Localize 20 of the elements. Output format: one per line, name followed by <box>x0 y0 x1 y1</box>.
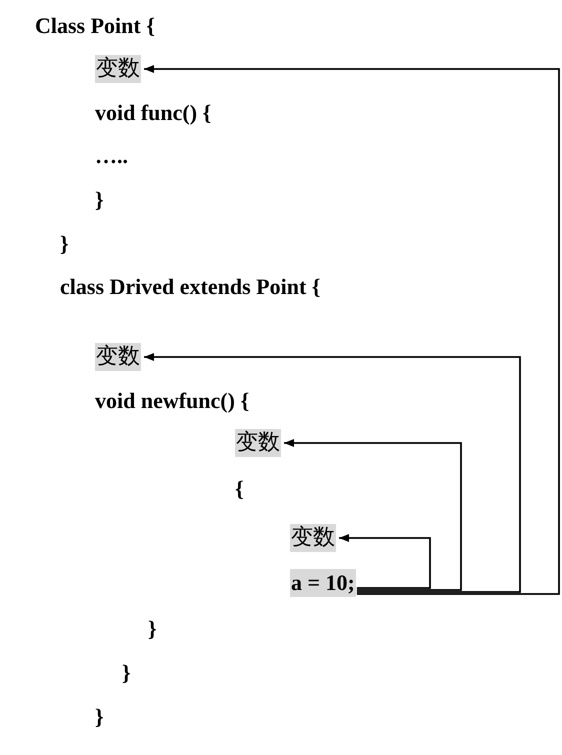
highlighted-code: 变数 <box>235 429 281 457</box>
arrow <box>144 353 521 593</box>
code-line: Class Point { <box>35 13 155 39</box>
code-line: } <box>95 187 104 213</box>
highlighted-code: a = 10; <box>290 569 356 597</box>
arrow <box>144 65 560 595</box>
code-line: } <box>60 231 69 257</box>
code-line: } <box>122 660 131 686</box>
code-line: { <box>235 476 244 502</box>
arrow <box>284 439 462 591</box>
highlighted-code: 变数 <box>95 55 141 83</box>
code-line: } <box>148 616 157 642</box>
arrow <box>339 534 431 589</box>
highlighted-code: 变数 <box>95 343 141 371</box>
code-line: } <box>95 704 104 730</box>
code-line: void func() { <box>95 100 212 126</box>
code-line: class Drived extends Point { <box>60 274 320 300</box>
code-line: void newfunc() { <box>95 388 250 414</box>
highlighted-code: 变数 <box>290 524 336 552</box>
code-line: ….. <box>95 143 128 169</box>
